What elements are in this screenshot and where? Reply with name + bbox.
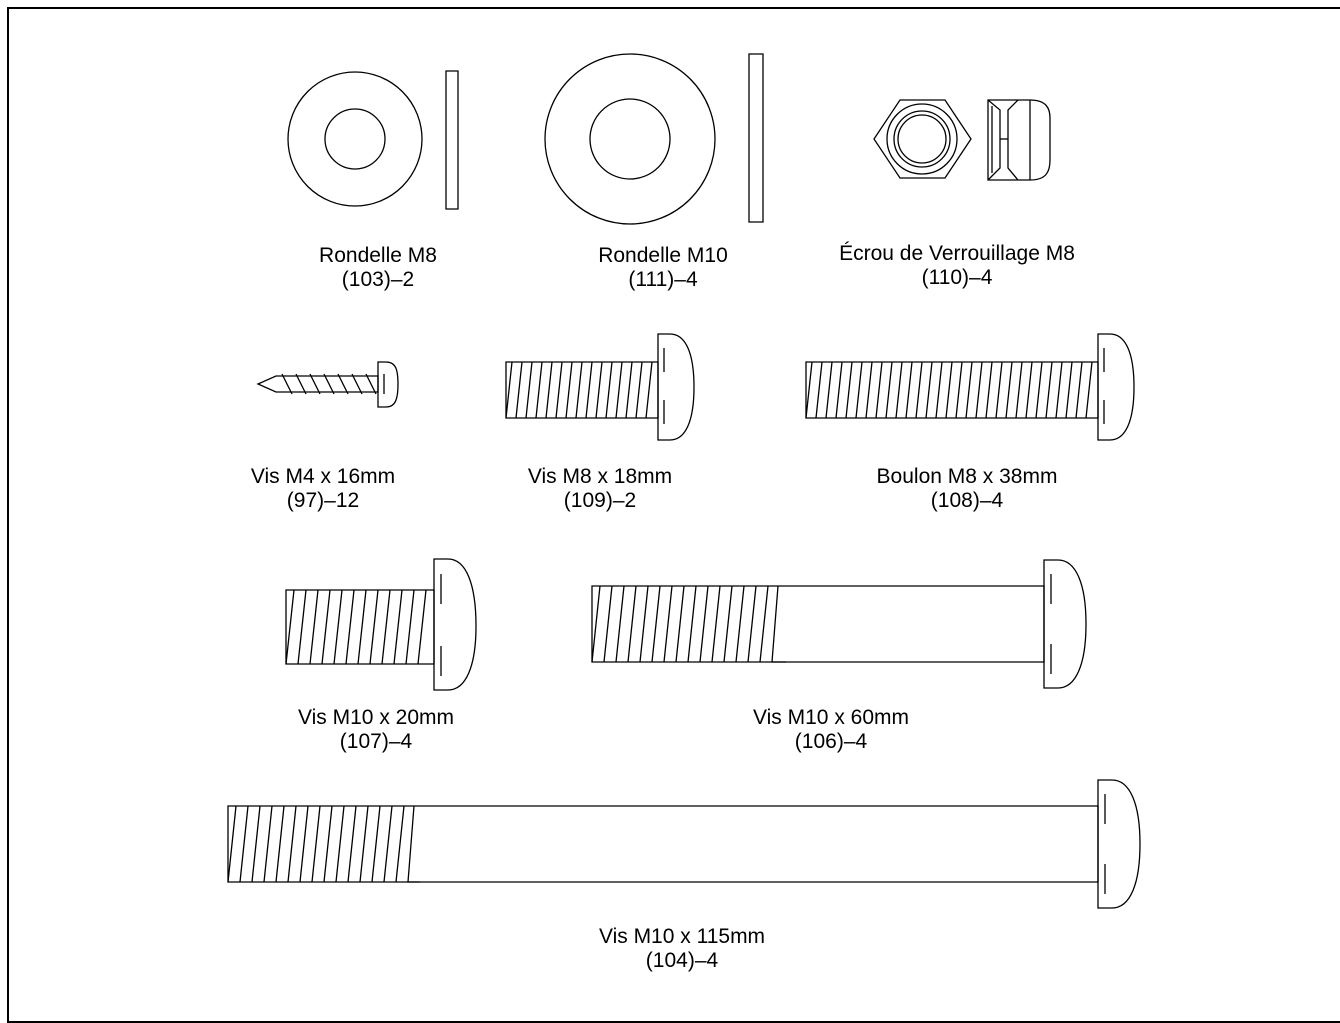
- part-name: Vis M10 x 60mm: [753, 706, 909, 729]
- part-quantity: (104)–4: [645, 949, 719, 972]
- label-bolt-m8x38: Boulon M8 x 38mm (108)–4: [877, 465, 1058, 513]
- label-screw-m10x20: Vis M10 x 20mm (107)–4: [298, 706, 454, 754]
- label-screw-m4x16: Vis M4 x 16mm (97)–12: [251, 465, 395, 513]
- part-name: Écrou de Verrouillage M8: [839, 242, 1075, 265]
- label-screw-m8x18: Vis M8 x 18mm (109)–2: [528, 465, 672, 513]
- screw-m8x18-drawing: [506, 334, 694, 440]
- part-quantity: (109)–2: [563, 489, 637, 512]
- washer-m8-drawing: [288, 71, 458, 209]
- screw-m10x60-drawing: [592, 560, 1086, 688]
- part-quantity: (108)–4: [930, 489, 1004, 512]
- part-quantity: (111)–4: [628, 268, 698, 291]
- washer-m10-drawing: [545, 54, 763, 224]
- screw-m4x16-drawing: [258, 362, 398, 407]
- bolt-m8x38-drawing: [806, 334, 1134, 440]
- part-name: Rondelle M8: [319, 244, 437, 267]
- part-name: Vis M10 x 20mm: [298, 706, 454, 729]
- label-screw-m10x115: Vis M10 x 115mm (104)–4: [599, 925, 765, 973]
- part-quantity: (107)–4: [339, 730, 413, 753]
- screw-m10x115-drawing: [228, 780, 1140, 908]
- part-name: Vis M8 x 18mm: [527, 465, 673, 488]
- part-name: Vis M10 x 115mm: [598, 925, 766, 948]
- label-washer-m10: Rondelle M10 (111)–4: [598, 244, 728, 292]
- part-quantity: (106)–4: [794, 730, 868, 753]
- part-quantity: (97)–12: [286, 489, 360, 512]
- label-screw-m10x60: Vis M10 x 60mm (106)–4: [753, 706, 909, 754]
- part-name: Boulon M8 x 38mm: [876, 465, 1058, 488]
- locknut-m8-drawing: [874, 100, 1050, 180]
- part-name: Vis M4 x 16mm: [250, 465, 396, 488]
- label-locknut-m8: Écrou de Verrouillage M8 (110)–4: [839, 242, 1075, 290]
- screw-m10x20-drawing: [286, 559, 476, 690]
- part-name: Rondelle M10: [598, 244, 728, 267]
- label-washer-m8: Rondelle M8 (103)–2: [319, 244, 437, 292]
- part-quantity: (103)–2: [341, 268, 415, 291]
- part-quantity: (110)–4: [921, 266, 993, 289]
